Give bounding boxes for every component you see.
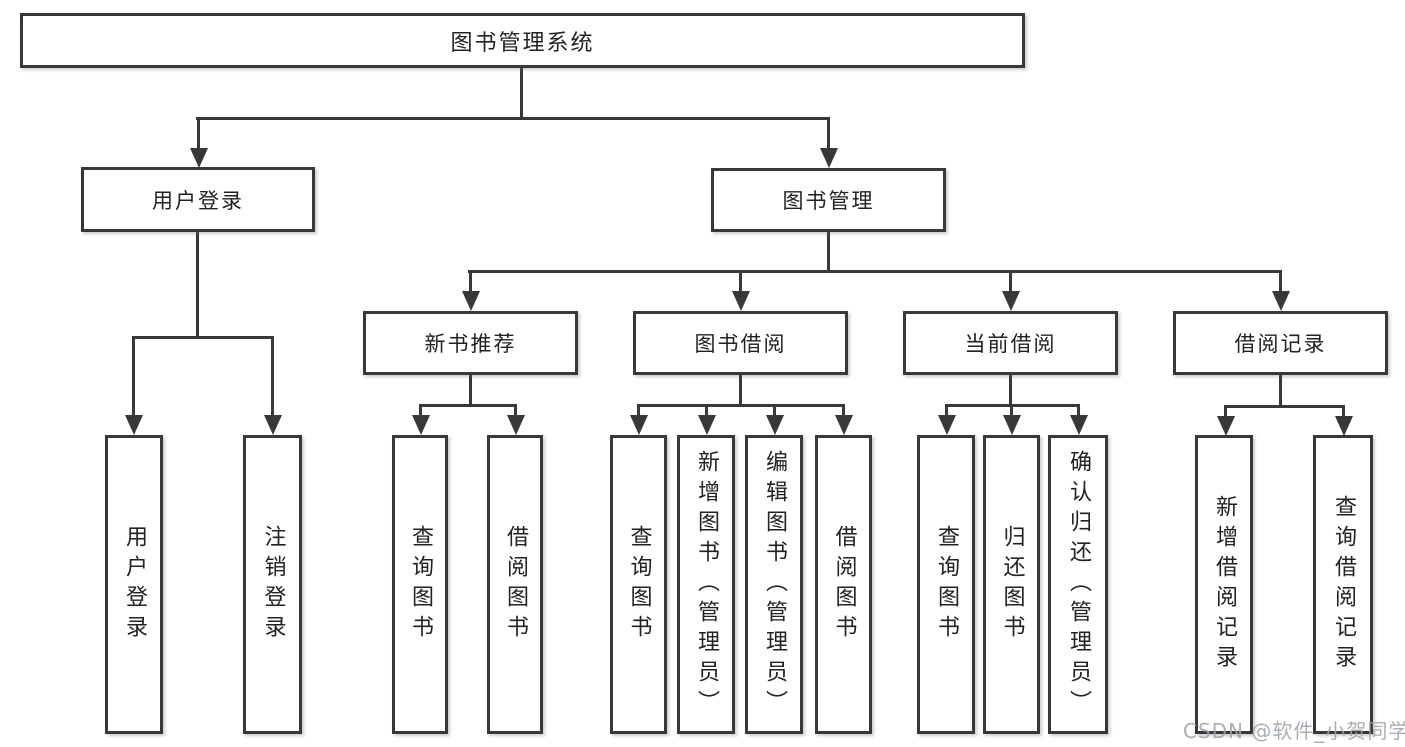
- arrow-down-icon: [773, 404, 776, 415]
- node-label: 新增借阅记录: [1212, 494, 1237, 675]
- arrow-down-icon: [1009, 270, 1012, 291]
- arrow-down-icon: [132, 336, 135, 415]
- leaf-add-book-admin: 新增图书（管理员）: [677, 435, 735, 734]
- leaf-query-books-2: 查询图书: [610, 435, 667, 734]
- node-label: 图书管理系统: [450, 30, 595, 56]
- arrow-down-icon: [1279, 270, 1282, 291]
- leaf-borrow-books-1: 借阅图书: [487, 435, 543, 734]
- arrow-down-icon: [842, 404, 845, 415]
- node-label: 新增图书（管理员）: [694, 449, 719, 720]
- connector-hline: [196, 117, 829, 120]
- node-book-management: 图书管理: [711, 168, 946, 232]
- arrow-down-icon: [705, 404, 708, 415]
- node-borrow-records: 借阅记录: [1173, 311, 1388, 375]
- leaf-logout: 注销登录: [243, 435, 302, 734]
- leaf-query-books-1: 查询图书: [392, 435, 448, 734]
- leaf-borrow-books-2: 借阅图书: [815, 435, 872, 734]
- leaf-query-books-3: 查询图书: [917, 435, 975, 734]
- node-label: 确认归还（管理员）: [1066, 449, 1091, 720]
- node-label: 查询图书: [934, 524, 959, 645]
- arrow-down-icon: [514, 404, 517, 415]
- connector-vline: [739, 375, 742, 406]
- node-label: 编辑图书（管理员）: [762, 449, 787, 720]
- node-label: 图书管理: [782, 189, 875, 213]
- connector-hline: [637, 404, 845, 407]
- connector-hline: [468, 270, 1281, 273]
- connector-hline: [1224, 405, 1345, 408]
- node-current-borrowing: 当前借阅: [903, 311, 1118, 375]
- node-label: 查询图书: [626, 524, 652, 645]
- connector-vline: [469, 375, 472, 406]
- leaf-confirm-return-admin: 确认归还（管理员）: [1048, 435, 1108, 734]
- arrow-down-icon: [1342, 405, 1345, 416]
- arrow-down-icon: [419, 404, 422, 415]
- arrow-down-icon: [197, 117, 200, 148]
- arrow-down-icon: [1010, 404, 1013, 415]
- leaf-user-login: 用户登录: [105, 435, 163, 734]
- connector-vline: [196, 232, 199, 338]
- node-label: 用户登录: [152, 188, 244, 213]
- node-label: 借阅记录: [1234, 332, 1327, 356]
- leaf-add-borrow-record: 新增借阅记录: [1195, 435, 1253, 734]
- connector-vline: [520, 68, 523, 118]
- node-label: 归还图书: [999, 524, 1025, 645]
- arrow-down-icon: [1077, 404, 1080, 415]
- node-book-borrowing: 图书借阅: [633, 311, 848, 375]
- node-user-login: 用户登录: [81, 167, 315, 232]
- leaf-edit-book-admin: 编辑图书（管理员）: [745, 435, 803, 734]
- arrow-down-icon: [469, 270, 472, 291]
- connector-vline: [1009, 375, 1012, 406]
- connector-vline: [827, 232, 830, 273]
- node-label: 借阅图书: [831, 524, 857, 645]
- arrow-down-icon: [271, 336, 274, 415]
- node-label: 注销登录: [260, 524, 286, 645]
- leaf-query-borrow-record: 查询借阅记录: [1313, 435, 1373, 734]
- connector-hline: [132, 336, 274, 339]
- connector-vline: [1279, 375, 1282, 408]
- node-label: 查询借阅记录: [1331, 494, 1356, 675]
- node-label: 查询图书: [408, 524, 433, 645]
- arrow-down-icon: [945, 404, 948, 415]
- arrow-down-icon: [827, 117, 830, 148]
- node-label: 借阅图书: [503, 524, 528, 645]
- node-system-title: 图书管理系统: [20, 13, 1025, 68]
- node-label: 新书推荐: [424, 332, 517, 356]
- arrow-down-icon: [1224, 405, 1227, 416]
- leaf-return-book: 归还图书: [983, 435, 1040, 734]
- arrow-down-icon: [637, 404, 640, 415]
- node-new-book-recommend: 新书推荐: [363, 311, 578, 375]
- connector-hline: [419, 404, 517, 407]
- arrow-down-icon: [739, 270, 742, 291]
- csdn-watermark: CSDN @软件_小贺同学: [1183, 719, 1405, 743]
- node-label: 用户登录: [122, 524, 147, 645]
- node-label: 当前借阅: [964, 332, 1057, 356]
- node-label: 图书借阅: [694, 332, 787, 356]
